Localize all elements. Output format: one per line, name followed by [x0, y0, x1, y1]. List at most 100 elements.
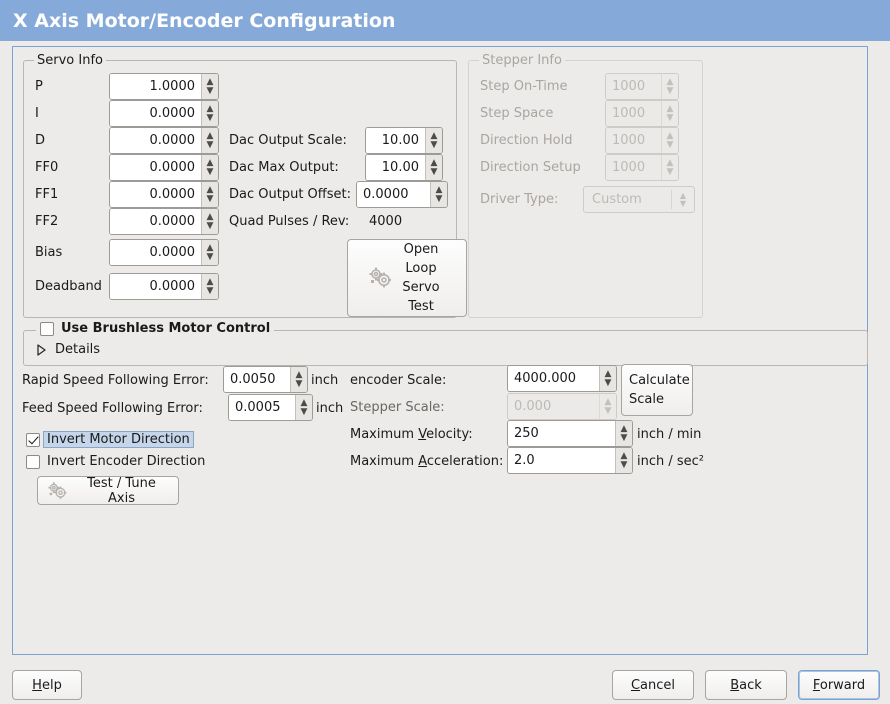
encoder-scale-input[interactable]: 4000.000 ▲▼: [507, 365, 617, 392]
test-tune-axis-label: Test / Tune Axis: [87, 475, 156, 506]
servo-input-i-spinner[interactable]: ▲▼: [201, 101, 218, 126]
servo-input-ff0-spinner[interactable]: ▲▼: [201, 155, 218, 180]
servo-input-d-spinner[interactable]: ▲▼: [201, 128, 218, 153]
cancel-mnemonic: C: [630, 677, 641, 693]
dac-output-offset-spinner[interactable]: ▲▼: [430, 182, 447, 207]
max-velocity-spinner[interactable]: ▲▼: [615, 421, 632, 446]
combo-separator: [671, 190, 672, 209]
servo-input-d[interactable]: 0.0000 ▲▼: [109, 127, 219, 154]
feed-following-error-input[interactable]: 0.0005 ▲▼: [228, 394, 313, 421]
servo-input-ff1[interactable]: 0.0000 ▲▼: [109, 181, 219, 208]
dac-output-scale-input[interactable]: 10.00 ▲▼: [365, 127, 443, 154]
step-space-spinner: ▲▼: [661, 101, 678, 126]
use-brushless-checkbox[interactable]: [40, 321, 54, 336]
back-mnemonic: B: [730, 677, 740, 693]
dialog-footer: Help Cancel Back Forward: [0, 662, 890, 704]
servo-input-p-value[interactable]: 1.0000: [110, 74, 201, 99]
servo-input-deadband[interactable]: 0.0000 ▲▼: [109, 273, 219, 300]
cancel-button[interactable]: Cancel: [612, 670, 694, 700]
max-acceleration-input[interactable]: 2.0 ▲▼: [507, 447, 633, 474]
driver-type-label: Driver Type:: [480, 192, 559, 207]
quad-pulses-value: 4000: [369, 214, 403, 229]
servo-input-i-value[interactable]: 0.0000: [110, 101, 201, 126]
test-tune-axis-button[interactable]: Test / Tune Axis: [37, 475, 179, 506]
rapid-following-error-value[interactable]: 0.0050: [224, 367, 290, 392]
brushless-group: Use Brushless Motor Control Details: [23, 321, 868, 366]
servo-input-bias[interactable]: 0.0000 ▲▼: [109, 239, 219, 266]
help-button[interactable]: Help: [12, 670, 82, 700]
max-acceleration-spinner[interactable]: ▲▼: [615, 448, 632, 473]
max-acceleration-value[interactable]: 2.0: [508, 448, 615, 473]
direction-hold-spinner: ▲▼: [661, 128, 678, 153]
encoder-scale-value[interactable]: 4000.000: [508, 366, 599, 391]
servo-input-p-spinner[interactable]: ▲▼: [201, 74, 218, 99]
servo-input-ff1-spinner[interactable]: ▲▼: [201, 182, 218, 207]
dac-output-scale-value[interactable]: 10.00: [366, 128, 425, 153]
feed-following-error-value[interactable]: 0.0005: [229, 395, 295, 420]
invert-encoder-direction-row[interactable]: Invert Encoder Direction: [26, 454, 205, 469]
open-loop-line-2: Loop: [405, 261, 437, 276]
dac-max-output-spinner[interactable]: ▲▼: [425, 155, 442, 180]
stepper-scale-input: 0.000 ▲▼: [507, 393, 617, 420]
step-space-value: 1000: [606, 101, 661, 126]
back-button[interactable]: Back: [705, 670, 787, 700]
servo-info-group: Servo Info P I D FF0 FF1 FF2 Bias Deadba…: [23, 53, 467, 318]
details-expander[interactable]: Details: [36, 342, 100, 357]
invert-motor-direction-checkbox[interactable]: [26, 432, 40, 447]
feed-following-error-label: Feed Speed Following Error:: [22, 401, 203, 416]
dac-output-offset-input[interactable]: 0.0000 ▲▼: [356, 181, 448, 208]
stepper-scale-label: Stepper Scale:: [350, 400, 445, 415]
dac-max-output-input[interactable]: 10.00 ▲▼: [365, 154, 443, 181]
invert-motor-direction-row[interactable]: Invert Motor Direction: [26, 431, 194, 448]
forward-mnemonic: F: [812, 677, 820, 693]
servo-label-ff2: FF2: [35, 214, 59, 229]
max-acceleration-mnemonic: A: [418, 454, 427, 469]
servo-input-ff2-value[interactable]: 0.0000: [110, 209, 201, 234]
back-rest: ack: [739, 677, 762, 693]
dac-max-output-value[interactable]: 10.00: [366, 155, 425, 180]
invert-encoder-direction-label: Invert Encoder Direction: [47, 454, 206, 469]
servo-input-ff0-value[interactable]: 0.0000: [110, 155, 201, 180]
dac-output-offset-value[interactable]: 0.0000: [357, 182, 430, 207]
encoder-scale-label: encoder Scale:: [350, 373, 447, 388]
open-loop-servo-test-button[interactable]: Open Loop Servo Test: [347, 239, 467, 317]
direction-setup-value: 1000: [606, 155, 661, 180]
forward-button[interactable]: Forward: [798, 670, 880, 700]
max-velocity-value[interactable]: 250: [508, 421, 615, 446]
servo-input-p[interactable]: 1.0000 ▲▼: [109, 73, 219, 100]
servo-input-bias-spinner[interactable]: ▲▼: [201, 240, 218, 265]
back-button-label: Back: [730, 678, 762, 693]
servo-input-ff0[interactable]: 0.0000 ▲▼: [109, 154, 219, 181]
servo-input-deadband-spinner[interactable]: ▲▼: [201, 274, 218, 299]
encoder-scale-spinner[interactable]: ▲▼: [599, 366, 616, 391]
dac-output-scale-label: Dac Output Scale:: [229, 133, 347, 148]
forward-button-label: Forward: [813, 678, 865, 693]
rapid-following-error-input[interactable]: 0.0050 ▲▼: [223, 366, 308, 393]
use-brushless-checkbox-row[interactable]: Use Brushless Motor Control: [36, 321, 275, 336]
direction-setup-spinner: ▲▼: [661, 155, 678, 180]
max-velocity-label: Maximum Velocity:: [350, 427, 473, 442]
max-velocity-input[interactable]: 250 ▲▼: [507, 420, 633, 447]
max-acceleration-label: Maximum Acceleration:: [350, 454, 503, 469]
servo-input-i[interactable]: 0.0000 ▲▼: [109, 100, 219, 127]
open-loop-line-3: Servo: [402, 280, 440, 295]
cancel-button-label: Cancel: [631, 678, 675, 693]
dac-max-output-label: Dac Max Output:: [229, 160, 339, 175]
servo-input-deadband-value[interactable]: 0.0000: [110, 274, 201, 299]
calculate-scale-button[interactable]: Calculate Scale: [621, 364, 693, 416]
cancel-rest: ancel: [640, 677, 676, 693]
invert-motor-direction-label: Invert Motor Direction: [43, 431, 194, 448]
servo-input-bias-value[interactable]: 0.0000: [110, 240, 201, 265]
dac-output-scale-spinner[interactable]: ▲▼: [425, 128, 442, 153]
feed-following-error-spinner[interactable]: ▲▼: [295, 395, 312, 420]
direction-hold-input: 1000 ▲▼: [605, 127, 679, 154]
help-button-label: Help: [32, 678, 62, 693]
driver-type-select: Custom ▲▼: [583, 186, 695, 213]
servo-input-ff2-spinner[interactable]: ▲▼: [201, 209, 218, 234]
servo-input-ff2[interactable]: 0.0000 ▲▼: [109, 208, 219, 235]
rapid-following-error-spinner[interactable]: ▲▼: [290, 367, 307, 392]
servo-input-d-value[interactable]: 0.0000: [110, 128, 201, 153]
invert-encoder-direction-checkbox[interactable]: [26, 454, 40, 469]
servo-input-ff1-value[interactable]: 0.0000: [110, 182, 201, 207]
forward-rest: orward: [819, 677, 866, 693]
